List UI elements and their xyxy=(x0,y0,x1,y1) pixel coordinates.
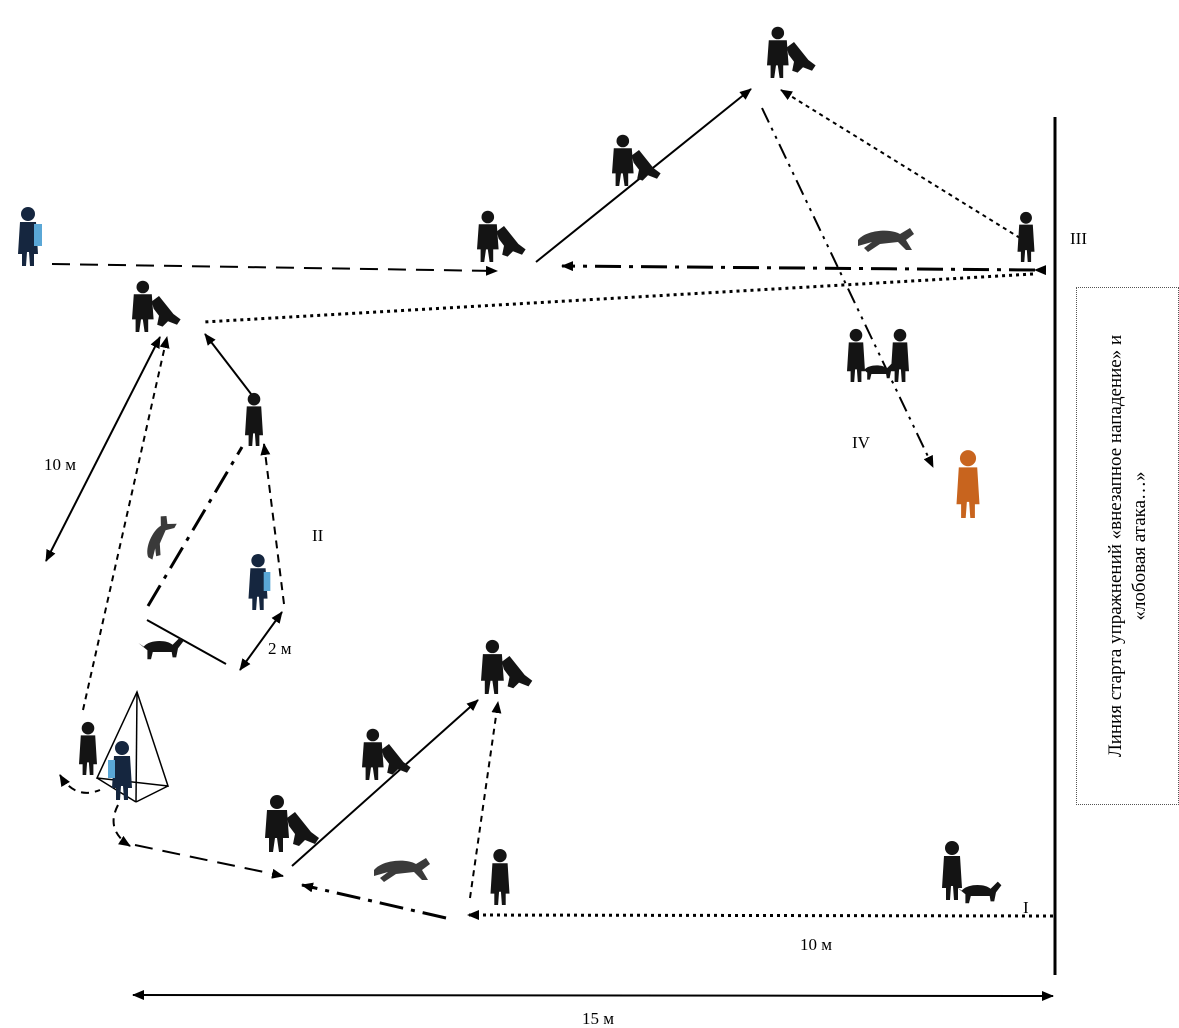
path-handler-to-top xyxy=(780,89,1021,239)
path-to-IV xyxy=(761,107,934,468)
dim-2m xyxy=(239,611,283,671)
path-II-up xyxy=(204,333,259,404)
start-line-caption: Линия старта упражнений «внезапное напад… xyxy=(1104,334,1150,758)
helper-icon xyxy=(245,392,263,446)
path-II-dashdot xyxy=(146,446,244,607)
dog-icon xyxy=(139,513,179,563)
start-line-caption-box: Линия старта упражнений «внезапное напад… xyxy=(1076,287,1179,805)
dog-icon xyxy=(956,881,1002,904)
handler-icon xyxy=(942,841,962,900)
station-IV-label: IV xyxy=(852,433,871,452)
station-I-label: I xyxy=(1023,898,1029,917)
helper-icon xyxy=(265,795,319,852)
path-dog-send-III xyxy=(561,261,1047,276)
path-I-dotted xyxy=(467,910,1054,921)
dist-10m-left-label: 10 м xyxy=(44,455,76,474)
path-return-left xyxy=(203,272,1034,324)
station-III-label: III xyxy=(1070,229,1087,248)
helper-icon xyxy=(891,328,909,382)
helper-icon xyxy=(108,741,132,800)
station-II-label: II xyxy=(312,526,324,545)
dog-icon xyxy=(860,362,896,380)
II-base-line xyxy=(146,619,227,665)
dog-icon xyxy=(374,858,430,882)
path-to-bottom-bite xyxy=(134,844,284,879)
handler-icon xyxy=(847,328,865,382)
path-cone-exit xyxy=(112,804,131,847)
dist-10m-bottom-label: 10 м xyxy=(800,935,832,954)
path-I-attack xyxy=(291,699,479,867)
path-helper-to-bite xyxy=(51,263,498,276)
dist-2m-label: 2 м xyxy=(268,639,292,658)
handler-icon xyxy=(1017,211,1035,262)
path-I-dashdot xyxy=(301,882,447,920)
dog-icon xyxy=(138,637,184,660)
helper-icon xyxy=(612,134,661,186)
person-icon xyxy=(956,450,980,518)
dim-15m xyxy=(132,990,1054,1001)
helper-icon xyxy=(481,639,533,694)
cone-icon xyxy=(95,689,170,803)
helper-icon xyxy=(248,553,271,610)
helper-icon xyxy=(477,210,526,262)
handler-icon xyxy=(490,848,510,905)
helper-icon xyxy=(767,26,816,79)
helper-icon xyxy=(18,207,42,266)
helper-icon xyxy=(132,280,181,332)
dim-10m-left xyxy=(45,336,161,562)
path-cone-to-bite xyxy=(82,336,170,711)
helper-icon xyxy=(362,728,411,780)
path-around-cone xyxy=(59,774,101,794)
handler-icon xyxy=(79,721,97,775)
dog-icon xyxy=(858,228,914,252)
dist-15m-label: 15 м xyxy=(582,1009,614,1028)
